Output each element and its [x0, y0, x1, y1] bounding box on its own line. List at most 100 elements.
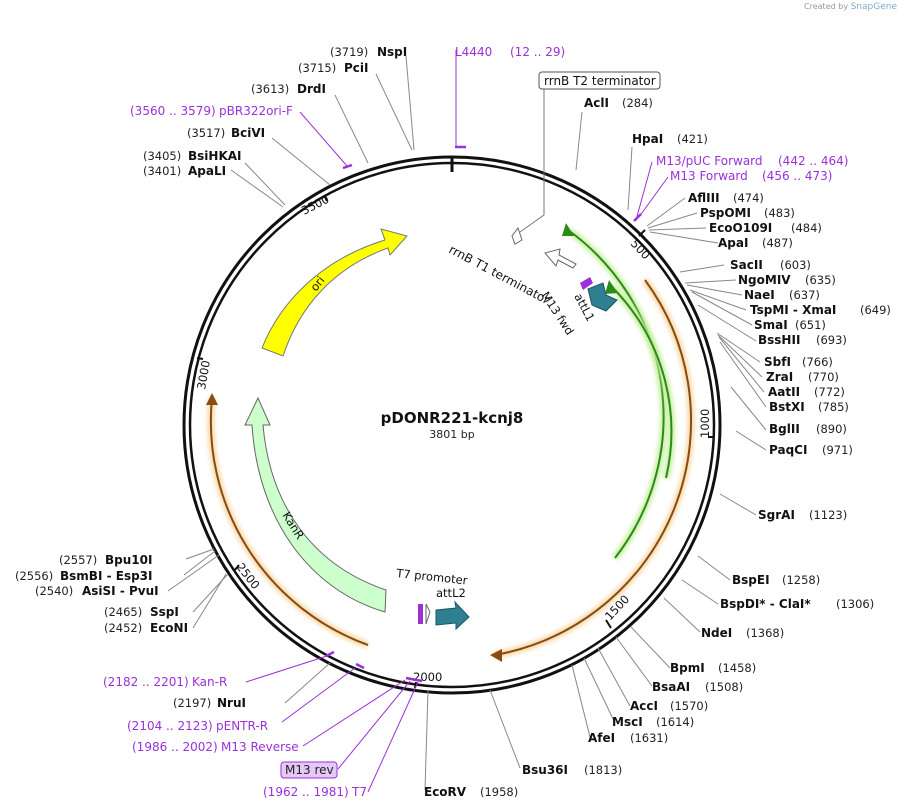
site-name-ecorv: EcoRV — [424, 785, 467, 799]
primer-range-kan-r: (2182 .. 2201) — [103, 675, 189, 689]
m13-rev-primer-feature[interactable] — [418, 604, 423, 624]
site-pos-acli: (284) — [622, 96, 653, 110]
cds-arc-orange-glow-right — [494, 277, 695, 659]
m13-rev-highlight-label: M13 rev — [285, 763, 334, 777]
site-pos-bsaai: (1508) — [705, 680, 743, 694]
site-name-asisi-pvui: AsiSI - PvuI — [82, 584, 159, 598]
site-pos-bpu10i: (2557) — [59, 553, 97, 567]
primer-range-m13-reverse: (1986 .. 2002) — [132, 740, 218, 754]
site-pos-smai: (651) — [795, 318, 826, 332]
site-pos-bsmbi-esp3i: (2556) — [15, 569, 53, 583]
site-name-sgrai: SgrAI — [758, 508, 795, 522]
site-name-nrui: NruI — [217, 696, 246, 710]
site-pos-apai: (487) — [762, 236, 793, 250]
cds-arc-outer[interactable] — [567, 229, 665, 559]
site-name-ndei: NdeI — [701, 626, 732, 640]
site-labels: (3719) NspI (3715) PciI (3613) DrdI (351… — [15, 45, 891, 799]
site-name-sspi: SspI — [150, 605, 179, 619]
site-pos-drdi: (3613) — [251, 82, 289, 96]
m13-rev-highlight-box[interactable] — [280, 761, 338, 779]
site-name-econi: EcoNI — [150, 621, 188, 635]
m13-fwd-primer-feature[interactable] — [580, 277, 593, 290]
primer-range-l4440: (12 .. 29) — [510, 45, 565, 59]
m13-fwd-label: M13 fwd — [538, 289, 576, 338]
site-pos-zrai: (770) — [808, 370, 839, 384]
ori-arrow[interactable] — [261, 228, 408, 357]
site-pos-afliii: (474) — [733, 191, 764, 205]
site-name-bglii: BglII — [769, 422, 800, 436]
tick-label-1000: 1000 — [698, 409, 712, 438]
primer-leaders — [245, 50, 669, 793]
site-name-acci: AccI — [630, 699, 658, 713]
site-pos-nspi: (3719) — [330, 45, 368, 59]
site-pos-pspomi: (483) — [764, 206, 795, 220]
site-pos-asisi-pvui: (2540) — [35, 584, 73, 598]
primer-name-m13-forward: M13 Forward — [670, 169, 748, 183]
rrnb-t2-arrow[interactable] — [511, 226, 523, 245]
attl2-arrow[interactable] — [435, 600, 470, 631]
tick-label-3000: 3000 — [194, 359, 213, 390]
kanr-arrow[interactable] — [244, 396, 387, 613]
site-pos-msci: (1614) — [656, 715, 694, 729]
site-pos-bspei: (1258) — [782, 573, 820, 587]
site-pos-hpai: (421) — [677, 132, 708, 146]
site-name-apai: ApaI — [718, 236, 748, 250]
site-name-paqci: PaqCI — [769, 443, 807, 457]
site-name-bpmi: BpmI — [670, 661, 705, 675]
rrnb-t1-arrow[interactable] — [544, 248, 577, 269]
primer-name-m13-reverse: M13 Reverse — [221, 740, 299, 754]
primer-range-pentr-r: (2104 .. 2123) — [127, 719, 213, 733]
primer-name-m13-puc-forward: M13/pUC Forward — [656, 154, 763, 168]
site-pos-nrui: (2197) — [173, 696, 211, 710]
site-name-apali: ApaLI — [188, 164, 226, 178]
plasmid-length: 3801 bp — [429, 428, 474, 441]
site-leaders — [167, 55, 767, 791]
snapgene-brand: SnapGene — [850, 2, 897, 12]
primer-range-pbr322ori-f: (3560 .. 3579) — [130, 104, 216, 118]
site-name-ngomiv: NgoMIV — [738, 273, 791, 287]
cds-arc-inner[interactable] — [611, 286, 673, 479]
cds-arc-orange-right[interactable] — [494, 279, 693, 656]
cds-arc-orange-right-head — [490, 649, 502, 662]
t7-promoter-label: T7 promoter — [395, 566, 469, 588]
t7-promoter-arrow[interactable] — [425, 603, 431, 625]
site-pos-bsshii: (693) — [816, 333, 847, 347]
site-name-smai: SmaI — [754, 318, 788, 332]
site-name-ecoo109i: EcoO109I — [709, 221, 772, 235]
snapgene-watermark: Created by SnapGene — [804, 2, 897, 12]
site-pos-econi: (2452) — [104, 621, 142, 635]
site-pos-paqci: (971) — [822, 443, 853, 457]
site-name-bsaai: BsaAI — [652, 680, 690, 694]
primer-name-t7: T7 — [351, 785, 367, 799]
site-pos-sgrai: (1123) — [809, 508, 847, 522]
site-pos-sbfi: (766) — [802, 355, 833, 369]
site-pos-ndei: (1368) — [746, 626, 784, 640]
tick-label-2000: 2000 — [413, 670, 442, 684]
attl1-arrow[interactable] — [587, 282, 618, 312]
site-name-bsshii: BssHII — [758, 333, 800, 347]
site-pos-acci: (1570) — [670, 699, 708, 713]
primer-range-m13-forward: (456 .. 473) — [762, 169, 832, 183]
site-pos-tspmi-xmai: (649) — [860, 303, 891, 317]
site-name-afliii: AflIII — [688, 191, 720, 205]
cds-arc-inner-head — [605, 280, 618, 294]
primer-name-kan-r: Kan-R — [192, 675, 227, 689]
site-name-afei: AfeI — [588, 731, 615, 745]
rrnb-t2-label: rrnB T2 terminator — [544, 74, 656, 88]
site-name-msci: MscI — [612, 715, 643, 729]
cds-arc-outer-head — [562, 223, 574, 236]
site-name-drdi: DrdI — [297, 82, 326, 96]
site-name-bpu10i: Bpu10I — [105, 553, 152, 567]
primer-labels: L4440 (12 .. 29) (3560 .. 3579) pBR322or… — [103, 45, 848, 799]
rrnb-t2-leader — [519, 89, 545, 233]
site-pos-naei: (637) — [789, 288, 820, 302]
site-pos-pcii: (3715) — [298, 61, 336, 75]
site-name-acli: AclI — [584, 96, 609, 110]
rrnb-t2-box — [538, 71, 661, 90]
site-name-bspei: BspEI — [732, 573, 770, 587]
cds-arc-orange-left[interactable] — [209, 397, 369, 646]
primer-name-pentr-r: pENTR-R — [216, 719, 268, 733]
site-pos-ngomiv: (635) — [805, 273, 836, 287]
site-pos-sspi: (2465) — [104, 605, 142, 619]
